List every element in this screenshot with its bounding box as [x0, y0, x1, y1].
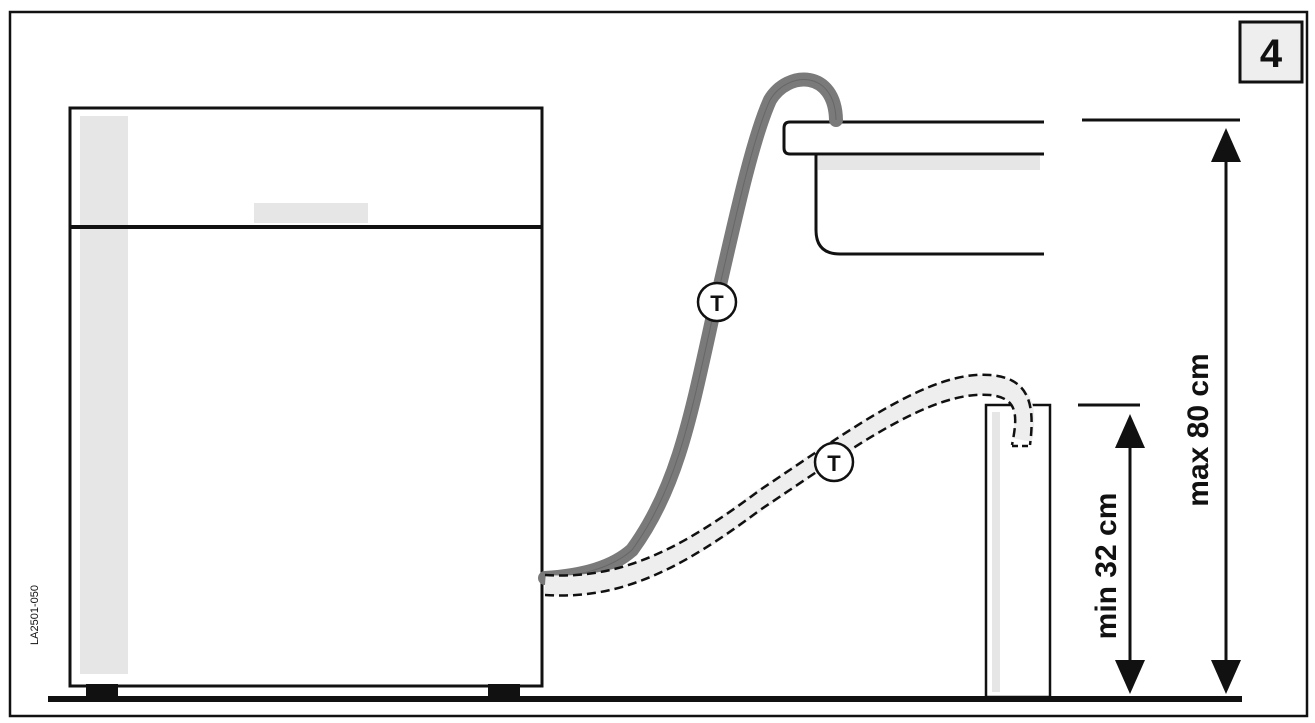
dishwasher [68, 106, 544, 698]
dimension-max-label: max 80 cm [1182, 353, 1215, 506]
hose-marker-upper: T [696, 281, 738, 323]
dishwasher-side-shade [80, 116, 128, 674]
dimension-max-height: max 80 cm [1082, 118, 1241, 694]
svg-text:T: T [710, 291, 724, 316]
standpipe-shade [992, 412, 1000, 692]
standpipe [984, 403, 1052, 699]
sink-basin-shade [818, 156, 1040, 170]
dishwasher-foot-right [488, 684, 520, 698]
figure-number: 4 [1260, 32, 1283, 76]
sink-basin [814, 154, 1044, 256]
dimension-min-label: min 32 cm [1090, 493, 1123, 640]
sink [782, 120, 1044, 256]
figure-number-badge: 4 [1238, 20, 1304, 84]
hose-marker-lower: T [813, 441, 855, 483]
figure-frame [8, 10, 1309, 718]
svg-text:T: T [827, 451, 841, 476]
sink-counter [782, 120, 1044, 156]
dimension-min-height: min 32 cm [1078, 403, 1145, 694]
figure-code: LA2501-050 [29, 585, 41, 645]
dishwasher-handle [254, 203, 368, 223]
dishwasher-foot-left [86, 684, 118, 698]
dishwasher-body [68, 106, 544, 688]
